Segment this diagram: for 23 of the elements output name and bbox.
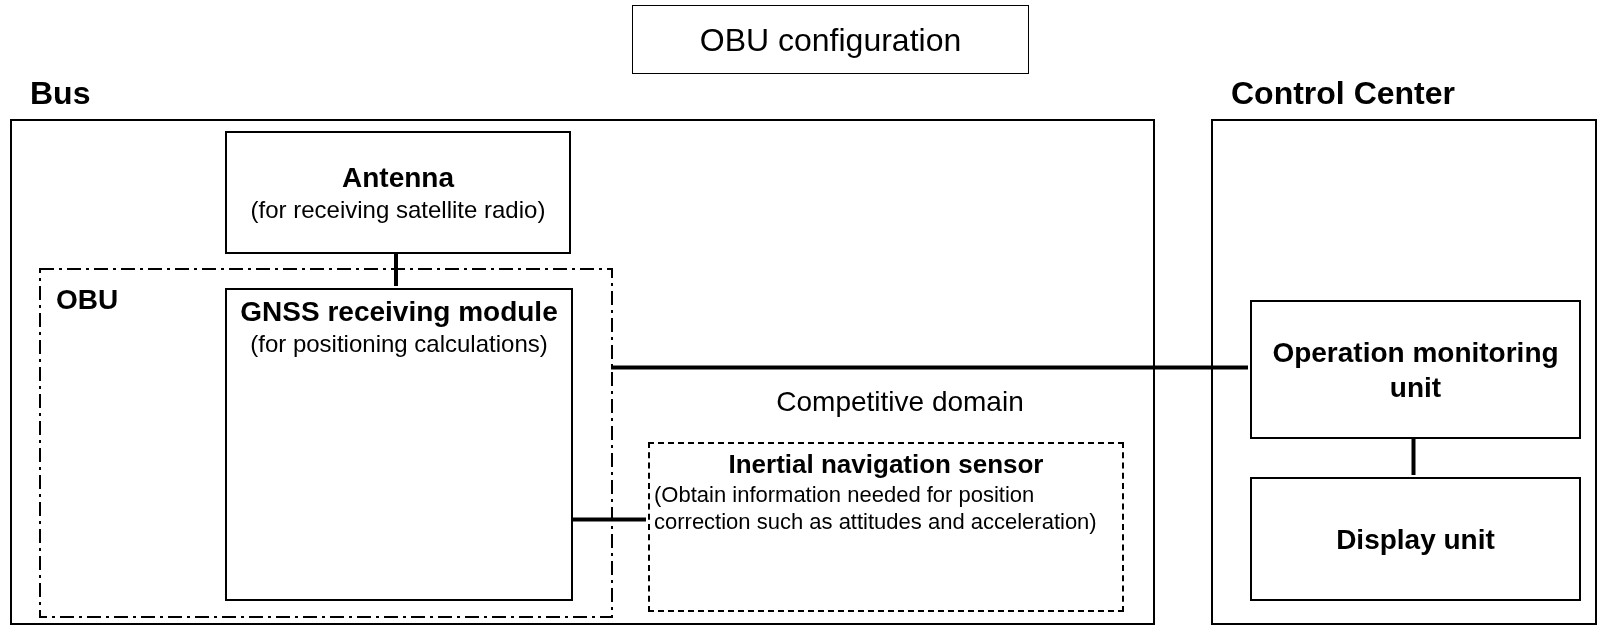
region-heading: Control Center [1231,74,1455,113]
title-box: OBU configuration [632,5,1029,74]
unit-box [1250,300,1581,439]
box-description: (Obtain information needed for position correction such as attitudes and acceleration) [654,480,1098,536]
box-description: (for positioning calculations) [250,329,548,359]
connector-line [394,252,398,286]
connector-line [611,365,1248,370]
box-title: Inertial navigation sensor [727,448,1045,481]
box-title: Display unit [1336,522,1495,557]
sensor-box [648,442,1124,612]
module-box [225,288,573,601]
group-heading: OBU [56,283,119,317]
connector-line [1411,437,1416,475]
domain-label: Competitive domain [775,385,1025,419]
box-title: GNSS receiving module [240,295,558,329]
box-title: Operation monitoring unit [1271,335,1560,405]
component-box [225,131,571,254]
group-box [39,268,613,618]
box-description: (for receiving satellite radio) [250,195,546,225]
unit-box [1250,477,1581,601]
connector-line [571,517,646,522]
region-heading: Bus [30,74,91,113]
box-title: Antenna [342,161,454,195]
